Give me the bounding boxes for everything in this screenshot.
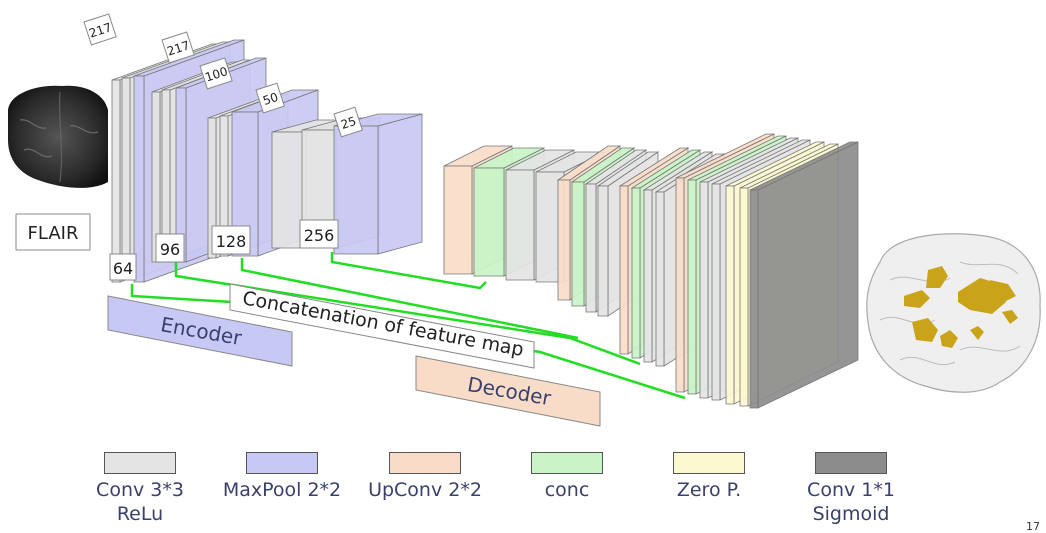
size-label-217-a: 217 <box>87 20 113 40</box>
channel-labels: 64 96 128 256 <box>109 219 339 281</box>
legend-upconv: UpConv 2*2 <box>350 452 500 502</box>
legend-label-conc: conc <box>544 479 590 501</box>
legend-conc: conc <box>492 452 642 502</box>
skip-connection-256 <box>330 252 487 290</box>
channel-label-128: 128 <box>216 232 247 251</box>
flair-brain-image <box>8 85 108 188</box>
legend-maxpool: MaxPool 2*2 <box>207 452 357 502</box>
legend-label-zeropad: Zero P. <box>676 479 742 501</box>
legend-swatch-conv <box>104 452 176 474</box>
size-label-217-b: 217 <box>165 38 191 58</box>
size-labels: 217 217 100 50 25 <box>83 13 363 138</box>
legend-zeropad: Zero P. <box>634 452 784 502</box>
page-number: 17 <box>1026 520 1040 533</box>
enc4-maxpool <box>333 113 423 255</box>
final-conv <box>749 141 859 409</box>
skip-connection-128 <box>240 258 579 340</box>
legend-label-upconv: UpConv 2*2 <box>368 479 482 501</box>
channel-label-96: 96 <box>160 240 180 259</box>
layer-stack <box>111 39 859 409</box>
flair-label-box: FLAIR <box>15 213 91 251</box>
channel-label-256: 256 <box>304 226 335 245</box>
legend-swatch-upconv <box>389 452 461 474</box>
flair-label: FLAIR <box>28 223 79 244</box>
channel-label-64: 64 <box>113 259 133 278</box>
size-label-25: 25 <box>339 114 358 132</box>
skip-connection-96 <box>174 262 641 366</box>
segmentation-brain-image <box>866 233 1041 393</box>
legend-label-maxpool: MaxPool 2*2 <box>222 479 342 501</box>
legend-swatch-conc <box>531 452 603 474</box>
legend-swatch-maxpool <box>246 452 318 474</box>
size-label-100: 100 <box>203 64 229 84</box>
legend-swatch-zeropad <box>673 452 745 474</box>
decoder-bar: Decoder <box>415 355 601 427</box>
legend-swatch-final <box>815 452 887 474</box>
size-label-50: 50 <box>261 90 280 108</box>
